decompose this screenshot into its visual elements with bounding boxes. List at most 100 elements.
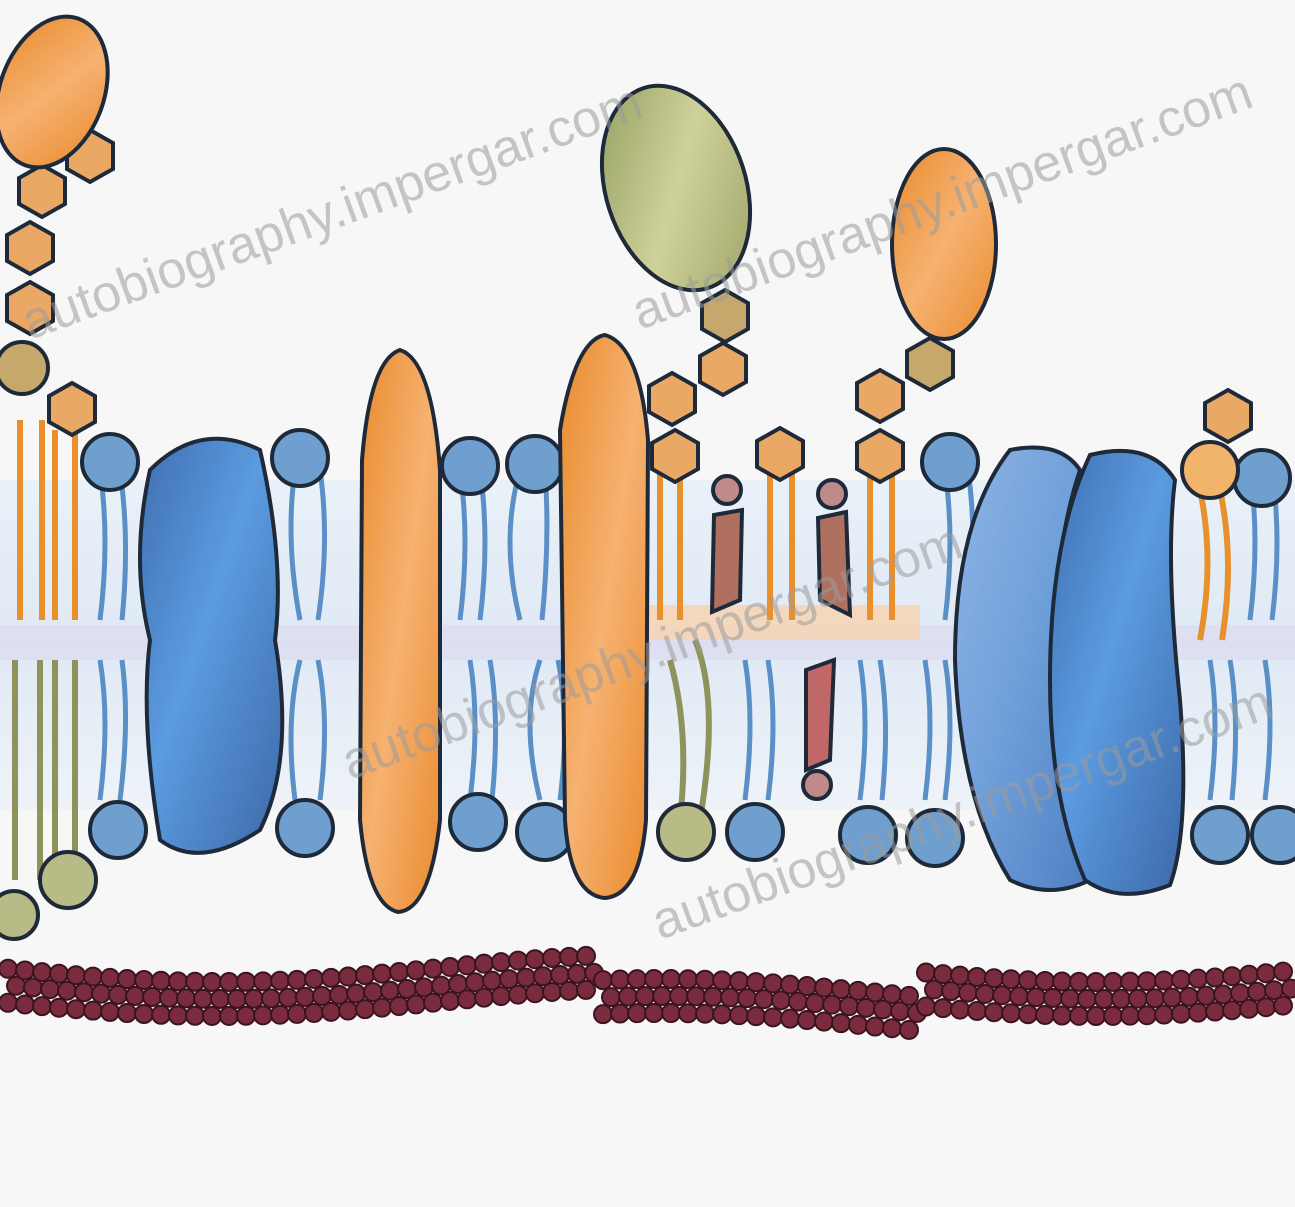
actin-bead bbox=[619, 988, 637, 1006]
actin-bead bbox=[101, 1003, 119, 1021]
actin-bead bbox=[254, 1006, 272, 1024]
actin-bead bbox=[1027, 988, 1045, 1006]
actin-bead bbox=[1053, 972, 1071, 990]
actin-bead bbox=[441, 992, 459, 1010]
actin-bead bbox=[135, 971, 153, 989]
actin-bead bbox=[186, 973, 204, 991]
actin-bead bbox=[186, 1007, 204, 1025]
actin-bead bbox=[849, 1016, 867, 1034]
actin-bead bbox=[577, 981, 595, 999]
actin-bead bbox=[509, 986, 527, 1004]
actin-bead bbox=[636, 987, 654, 1005]
actin-bead bbox=[288, 971, 306, 989]
actin-bead bbox=[1240, 966, 1258, 984]
actin-bead bbox=[764, 1008, 782, 1026]
actin-bead bbox=[84, 968, 102, 986]
actin-bead bbox=[271, 972, 289, 990]
phospholipid-head bbox=[1234, 450, 1290, 506]
actin-bead bbox=[560, 982, 578, 1000]
actin-bead bbox=[1172, 1005, 1190, 1023]
actin-bead bbox=[917, 998, 935, 1016]
actin-bead bbox=[33, 997, 51, 1015]
phospholipid-head bbox=[82, 434, 138, 490]
actin-bead bbox=[118, 1004, 136, 1022]
actin-bead bbox=[67, 1000, 85, 1018]
actin-bead bbox=[866, 984, 884, 1002]
actin-bead bbox=[1172, 971, 1190, 989]
actin-bead bbox=[985, 969, 1003, 987]
actin-bead bbox=[1061, 989, 1079, 1007]
actin-bead bbox=[764, 974, 782, 992]
actin-bead bbox=[475, 955, 493, 973]
actin-bead bbox=[1180, 988, 1198, 1006]
actin-bead bbox=[84, 1002, 102, 1020]
phospholipid-head bbox=[90, 802, 146, 858]
actin-bead bbox=[747, 973, 765, 991]
actin-bead bbox=[271, 1006, 289, 1024]
lipid-head-green bbox=[0, 891, 38, 939]
actin-bead bbox=[1121, 1007, 1139, 1025]
actin-bead bbox=[177, 989, 195, 1007]
actin-bead bbox=[543, 949, 561, 967]
actin-bead bbox=[220, 1007, 238, 1025]
sugar-hexagon bbox=[19, 165, 65, 217]
actin-bead bbox=[645, 1004, 663, 1022]
actin-bead bbox=[968, 968, 986, 986]
actin-bead bbox=[934, 999, 952, 1017]
actin-bead bbox=[747, 1007, 765, 1025]
actin-bead bbox=[917, 964, 935, 982]
actin-bead bbox=[738, 989, 756, 1007]
actin-bead bbox=[849, 982, 867, 1000]
actin-bead bbox=[1189, 1004, 1207, 1022]
actin-bead bbox=[1138, 1006, 1156, 1024]
actin-bead bbox=[492, 953, 510, 971]
actin-bead bbox=[407, 961, 425, 979]
phospholipid-head bbox=[1252, 807, 1295, 863]
actin-bead bbox=[492, 987, 510, 1005]
actin-bead bbox=[1223, 1001, 1241, 1019]
actin-bead bbox=[169, 1006, 187, 1024]
actin-bead bbox=[934, 965, 952, 983]
actin-bead bbox=[670, 987, 688, 1005]
actin-bead bbox=[33, 963, 51, 981]
actin-bead bbox=[279, 989, 297, 1007]
actin-bead bbox=[1078, 990, 1096, 1008]
actin-bead bbox=[203, 1007, 221, 1025]
actin-bead bbox=[951, 1001, 969, 1019]
actin-bead bbox=[1274, 963, 1292, 981]
actin-bead bbox=[951, 967, 969, 985]
cholesterol-head bbox=[803, 771, 831, 799]
actin-bead bbox=[509, 952, 527, 970]
actin-bead bbox=[126, 987, 144, 1005]
actin-bead bbox=[305, 970, 323, 988]
actin-bead bbox=[679, 970, 697, 988]
actin-bead bbox=[798, 1011, 816, 1029]
actin-bead bbox=[0, 994, 17, 1012]
actin-bead bbox=[832, 980, 850, 998]
actin-bead bbox=[1206, 1003, 1224, 1021]
sugar-hexagon bbox=[857, 430, 903, 482]
actin-bead bbox=[1002, 970, 1020, 988]
actin-bead bbox=[169, 972, 187, 990]
actin-bead bbox=[1257, 964, 1275, 982]
actin-bead bbox=[1138, 972, 1156, 990]
sugar-hexagon bbox=[652, 430, 698, 482]
actin-bead bbox=[356, 966, 374, 984]
actin-bead bbox=[1019, 1005, 1037, 1023]
lipid-head-green bbox=[40, 852, 96, 908]
actin-bead bbox=[424, 994, 442, 1012]
actin-bead bbox=[390, 997, 408, 1015]
actin-bead bbox=[721, 988, 739, 1006]
actin-bead bbox=[900, 987, 918, 1005]
sugar-hexagon bbox=[757, 428, 803, 480]
actin-bead bbox=[16, 995, 34, 1013]
actin-bead bbox=[305, 1004, 323, 1022]
actin-bead bbox=[1002, 1004, 1020, 1022]
lipid-head-green bbox=[658, 804, 714, 860]
actin-bead bbox=[373, 965, 391, 983]
actin-bead bbox=[526, 984, 544, 1002]
sugar-hexagon bbox=[700, 343, 746, 395]
actin-bead bbox=[730, 1006, 748, 1024]
